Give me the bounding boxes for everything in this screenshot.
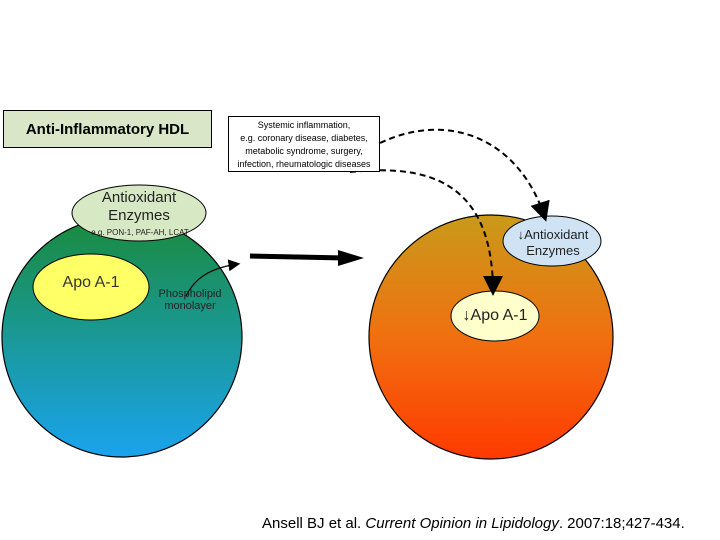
reduced-enzymes-line-1: ↓Antioxidant — [517, 227, 589, 242]
reduced-enzymes-label: ↓Antioxidant Enzymes — [503, 227, 603, 259]
enzymes-label-line-2: Enzymes — [108, 207, 170, 224]
reduced-antioxidant-enzymes-ellipse — [502, 215, 602, 267]
anti-inflammatory-hdl-title: Anti-Inflammatory HDL — [3, 110, 212, 148]
apo-a1-label: Apo A-1 — [62, 274, 120, 291]
citation-details: . 2007:18;427-434. — [558, 515, 685, 532]
enzymes-examples-label: e.g. PON-1, PAF-AH, LCAT — [91, 228, 189, 237]
phospholipid-pointer-arrow — [185, 259, 241, 297]
inflammation-line-2: e.g. coronary disease, diabetes, — [240, 133, 368, 143]
transformation-arrow-head — [338, 250, 364, 266]
systemic-inflammation-box: Systemic inflammation, e.g. coronary dis… — [228, 116, 380, 172]
apo-a1-ellipse — [32, 253, 150, 321]
citation-journal: Current Opinion in Lipidology — [365, 515, 559, 532]
citation-authors: Ansell BJ et al. — [262, 515, 366, 532]
enzymes-label-line-1: Antioxidant — [101, 189, 177, 206]
phospholipid-line-1: Phospholipid — [158, 288, 222, 300]
inflammation-line-3: metabolic syndrome, surgery, — [245, 146, 363, 156]
inflammation-to-enzymes-arrow — [379, 128, 550, 222]
phospholipid-monolayer-label: Phospholipid monolayer — [150, 288, 230, 312]
inflammation-line-4: infection, rheumatologic diseases — [237, 159, 371, 169]
title-label: Anti-Inflammatory HDL — [25, 120, 190, 138]
antioxidant-enzymes-ellipse — [71, 184, 207, 242]
anti-inflammatory-hdl-particle — [1, 216, 243, 458]
reduced-enzymes-line-2: Enzymes — [526, 243, 580, 258]
transformation-arrow-shaft — [249, 253, 346, 261]
antioxidant-enzymes-label: Antioxidant Enzymes — [79, 189, 199, 225]
inflammation-to-apo-arrow — [349, 169, 503, 296]
reduced-apo-a1-label: ↓Apo A-1 — [462, 307, 528, 324]
inflammation-line-1: Systemic inflammation, — [257, 120, 351, 130]
citation: Ansell BJ et al. Current Opinion in Lipi… — [262, 515, 685, 532]
phospholipid-line-2: monolayer — [164, 300, 216, 312]
